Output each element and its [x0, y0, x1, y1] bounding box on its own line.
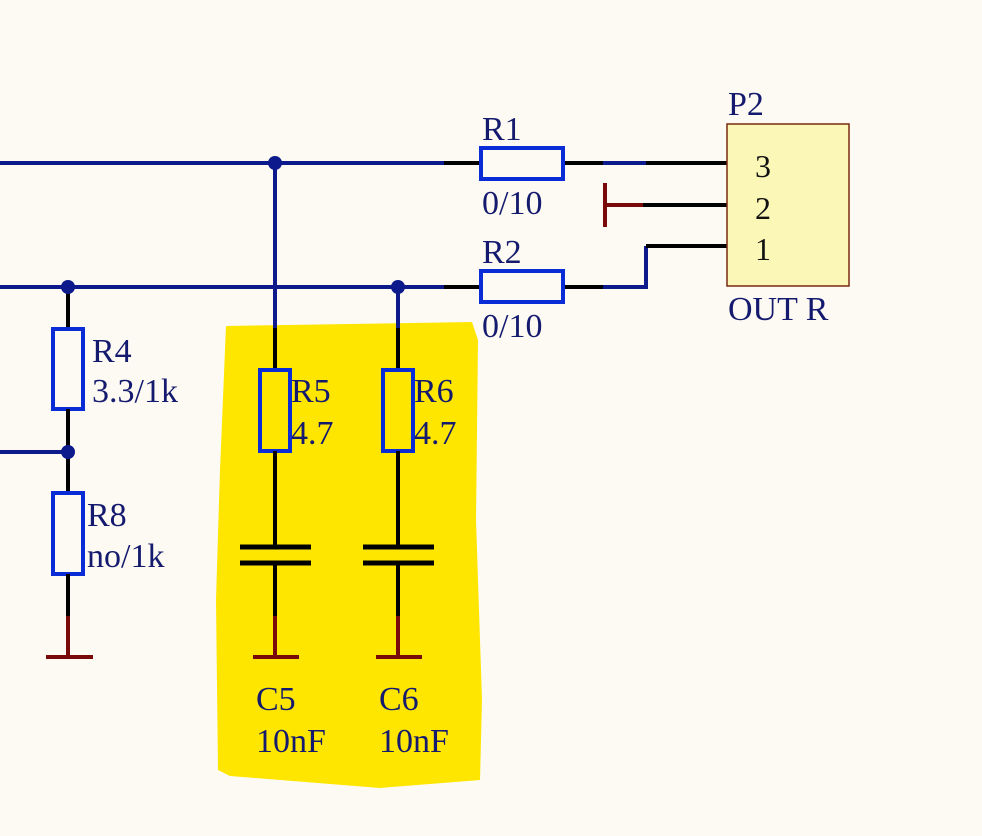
r6-ref-label: R6: [414, 373, 454, 410]
r1-resistor-symbol: [479, 146, 565, 181]
r8-ref-label: R8: [87, 497, 127, 534]
r1-value-label: 0/10: [482, 185, 542, 222]
p2-pin-3-label: 3: [755, 148, 771, 184]
c5-ref-label: C5: [256, 681, 296, 718]
r4-resistor-symbol: [51, 327, 85, 411]
r2-value-label: 0/10: [482, 308, 542, 345]
junction-r4: [61, 280, 75, 294]
r8-resistor-symbol: [51, 491, 85, 576]
r5-value-label: 4.7: [291, 415, 334, 452]
c5-value-label: 10nF: [256, 723, 326, 760]
junction-top-net: [268, 156, 282, 170]
junction-r6: [391, 280, 405, 294]
p2-pin-2-label: 2: [755, 190, 771, 226]
p2-name-label: OUT R: [728, 291, 829, 328]
r2-resistor-symbol: [479, 269, 565, 304]
junction-lower-net: [61, 445, 75, 459]
r2-to-p2-wire: [603, 246, 648, 289]
r4-value-label: 3.3/1k: [92, 373, 178, 410]
p2-connector-body: [726, 123, 850, 287]
r2-ref-label: R2: [482, 234, 522, 271]
c6-ref-label: C6: [379, 681, 419, 718]
r8-value-label: no/1k: [87, 538, 164, 575]
p2-pin-1-label: 1: [755, 231, 771, 267]
r5-ref-label: R5: [291, 373, 331, 410]
p2-ref-label: P2: [728, 86, 764, 123]
c6-value-label: 10nF: [379, 723, 449, 760]
r6-value-label: 4.7: [414, 415, 457, 452]
r1-ref-label: R1: [482, 111, 522, 148]
r4-ref-label: R4: [92, 333, 132, 370]
highlight-region: [216, 322, 482, 788]
